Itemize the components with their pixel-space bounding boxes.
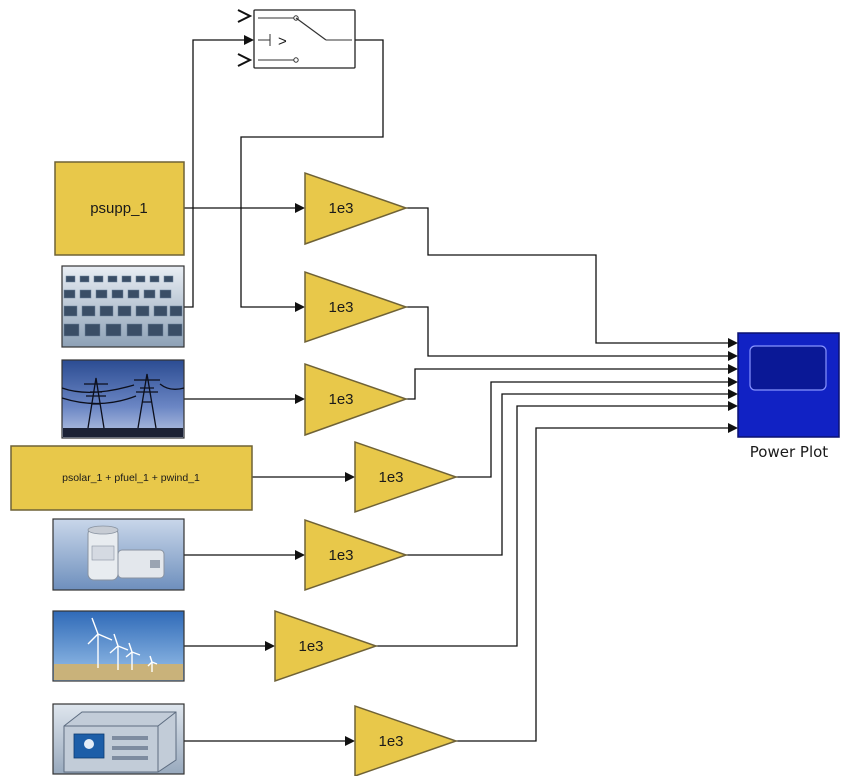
power-plot-scope[interactable]: Power Plot [737,332,840,461]
wire-gain1-to-scope [406,207,728,344]
gain-block-5[interactable]: 1e3 [304,518,409,592]
switch-block[interactable]: > [237,9,356,69]
scope-label: Power Plot [750,443,829,461]
solar-panel-field-image[interactable] [61,265,185,348]
gain-block-2[interactable]: 1e3 [304,270,409,344]
switch-input1-port [237,9,253,23]
wire-gain3-to-scope [406,368,728,400]
fuel-cell-unit-image[interactable] [52,703,185,775]
gain-6-label: 1e3 [298,638,323,655]
gain-7-label: 1e3 [378,733,403,750]
psupp-constant-label: psupp_1 [90,200,148,217]
expression-block[interactable]: psolar_1 + pfuel_1 + pwind_1 [10,445,253,511]
wire-gain4-to-scope [456,381,728,478]
gain-2-label: 1e3 [328,299,353,316]
psupp-constant-block[interactable]: psupp_1 [54,161,185,256]
gain-block-7[interactable]: 1e3 [354,704,459,776]
wire-gain7-to-scope [456,427,728,742]
gain-4-label: 1e3 [378,469,403,486]
wire-switch-to-gain2 [240,39,384,308]
gain-5-label: 1e3 [328,547,353,564]
switch-criterion: > [278,33,287,50]
gain-1-label: 1e3 [328,200,353,217]
gain-block-1[interactable]: 1e3 [304,171,409,246]
battery-cells-image[interactable] [52,518,185,591]
arrowheads [244,35,738,746]
gain-block-6[interactable]: 1e3 [274,609,379,683]
switch-input3-port [237,53,253,67]
wind-turbines-image[interactable] [52,610,185,682]
gain-block-3[interactable]: 1e3 [304,362,409,437]
gain-3-label: 1e3 [328,391,353,408]
power-transmission-towers-image[interactable] [61,359,185,439]
scope-screen-icon [749,345,827,391]
wire-gain5-to-scope [406,393,728,556]
wire-solar-to-switch [184,39,244,308]
wire-gain6-to-scope [376,405,728,647]
wire-gain2-to-scope [406,306,728,357]
expression-label: psolar_1 + pfuel_1 + pwind_1 [62,472,200,484]
signal-wires [184,39,728,742]
gain-block-4[interactable]: 1e3 [354,440,459,514]
